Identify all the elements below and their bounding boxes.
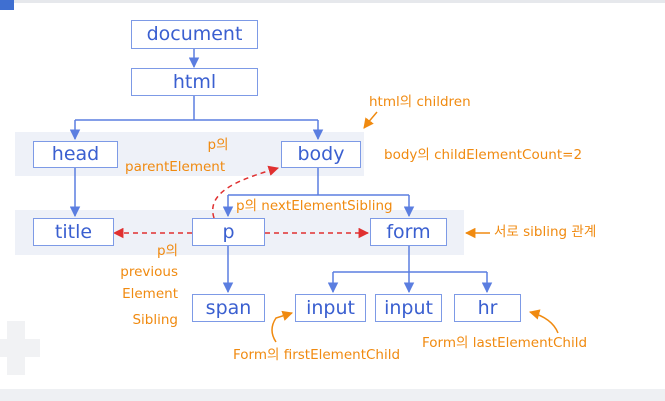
pointer-first-child bbox=[271, 310, 294, 343]
node-title: title bbox=[33, 218, 114, 246]
node-head: head bbox=[33, 141, 118, 168]
node-input-second: input bbox=[375, 294, 442, 322]
top-accent-mark bbox=[0, 0, 14, 10]
note-p-parent-line1: p의 bbox=[207, 137, 229, 153]
note-sibling-relation: 서로 sibling 관계 bbox=[494, 224, 597, 240]
node-html: html bbox=[131, 68, 258, 96]
note-form-first-child: Form의 firstElementChild bbox=[233, 347, 401, 363]
top-border bbox=[0, 0, 665, 3]
note-prev-sibling-line1: p의 bbox=[157, 243, 178, 259]
note-p-parent-line2: parentElement bbox=[125, 159, 226, 175]
note-prev-sibling-line4: Sibling bbox=[132, 312, 178, 328]
note-html-children: html의 children bbox=[369, 94, 471, 110]
node-hr: hr bbox=[454, 294, 521, 322]
note-prev-sibling-line3: Element bbox=[122, 286, 178, 302]
node-input-first: input bbox=[295, 294, 366, 322]
bottom-border bbox=[0, 389, 665, 401]
note-form-last-child: Form의 lastElementChild bbox=[422, 335, 588, 351]
arrow-parent-element bbox=[211, 165, 280, 229]
note-next-sibling: p의 nextElementSibling bbox=[236, 198, 393, 214]
node-body: body bbox=[281, 141, 361, 168]
node-p: p bbox=[192, 218, 265, 246]
note-body-count: body의 childElementCount=2 bbox=[384, 147, 583, 163]
note-prev-sibling-line2: previous bbox=[120, 264, 178, 280]
node-document: document bbox=[131, 20, 258, 49]
pointer-html-children bbox=[363, 111, 378, 129]
pointer-last-child bbox=[528, 309, 559, 334]
plus-watermark-horizontal bbox=[0, 339, 40, 357]
node-span: span bbox=[192, 294, 265, 322]
node-form: form bbox=[370, 218, 447, 246]
